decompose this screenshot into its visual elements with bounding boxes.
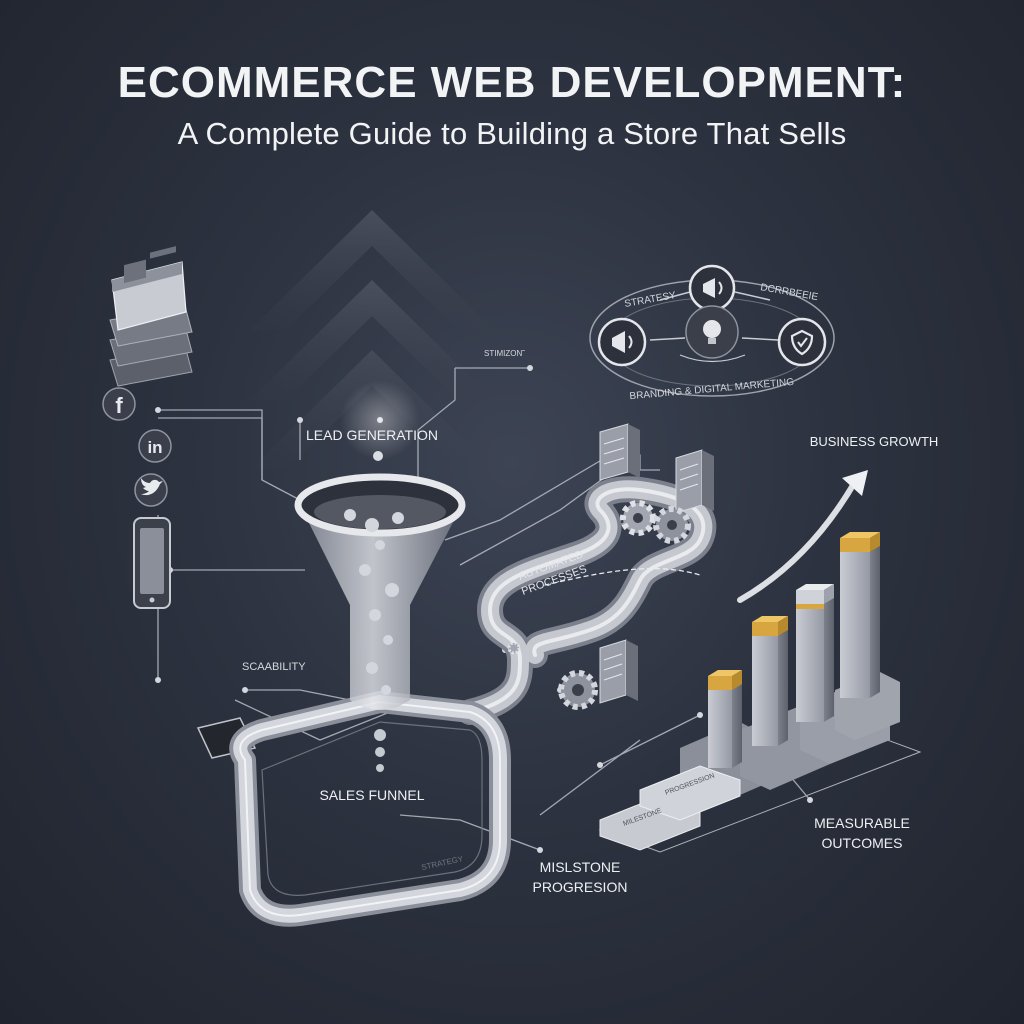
process-pipe <box>457 476 717 725</box>
gear-icon-2 <box>653 506 691 544</box>
marketing-cycle: STRATESY DCRRBEEIE BRANDING & DIGITAL MA… <box>589 264 835 402</box>
smartphone-icon <box>133 517 171 609</box>
twitter-icon[interactable] <box>134 473 168 507</box>
linkedin-icon[interactable]: in <box>138 429 172 463</box>
bar-4 <box>840 532 880 698</box>
shield-icon <box>777 317 827 367</box>
website-stack <box>109 246 193 387</box>
server-icon-1 <box>599 423 640 481</box>
gear-icon-1 <box>620 500 656 536</box>
sales-track <box>229 691 511 927</box>
label-lead-generation: LEAD GENERATION <box>306 427 438 443</box>
gear-icons <box>507 500 691 710</box>
label-scalability: SCAABILITY <box>242 661 306 673</box>
bar-1 <box>708 670 742 768</box>
server-icon-3 <box>599 639 638 704</box>
milestone-steps: MILESTONE PROGRESSION <box>599 765 741 851</box>
browser-window-icon <box>111 246 187 331</box>
page-subtitle: A Complete Guide to Building a Store Tha… <box>177 116 847 151</box>
label-measurable-2: OUTCOMES <box>822 835 903 851</box>
label-measurable-1: MEASURABLE <box>814 815 910 831</box>
svg-text:f: f <box>115 393 123 418</box>
svg-text:in: in <box>147 438 162 457</box>
gear-icon-3 <box>558 670 598 710</box>
server-icon-2 <box>675 449 714 514</box>
background-chevrons <box>250 210 494 470</box>
label-business-growth: BUSINESS GROWTH <box>810 434 939 449</box>
bar-2 <box>752 616 788 746</box>
social-icons: f in <box>102 387 172 507</box>
diagram-labels: LEAD GENERATION STIMIZON˜ AUTOMATED PROC… <box>242 349 938 895</box>
growth-bars <box>598 532 922 853</box>
funnel <box>294 380 466 772</box>
server-icons <box>599 423 714 704</box>
label-sales-funnel: SALES FUNNEL <box>319 787 424 803</box>
label-stimizon: STIMIZON˜ <box>484 349 525 358</box>
facebook-icon[interactable]: f <box>102 387 136 421</box>
label-milestone-2: PROGRESION <box>533 879 628 895</box>
label-strategy-track: STRATEGY <box>421 854 465 872</box>
page-title: ECOMMERCE WEB DEVELOPMENT: <box>117 58 907 107</box>
growth-arrow-icon <box>737 470 868 603</box>
cycle-label-bottom: BRANDING & DIGITAL MARKETING <box>629 377 795 402</box>
megaphone-icon-left <box>597 317 647 367</box>
lightbulb-icon <box>685 305 739 359</box>
label-milestone-1: MISLSTONE <box>540 859 621 875</box>
gear-icon-4 <box>507 641 521 655</box>
bar-3 <box>796 584 834 722</box>
megaphone-icon <box>688 264 736 312</box>
